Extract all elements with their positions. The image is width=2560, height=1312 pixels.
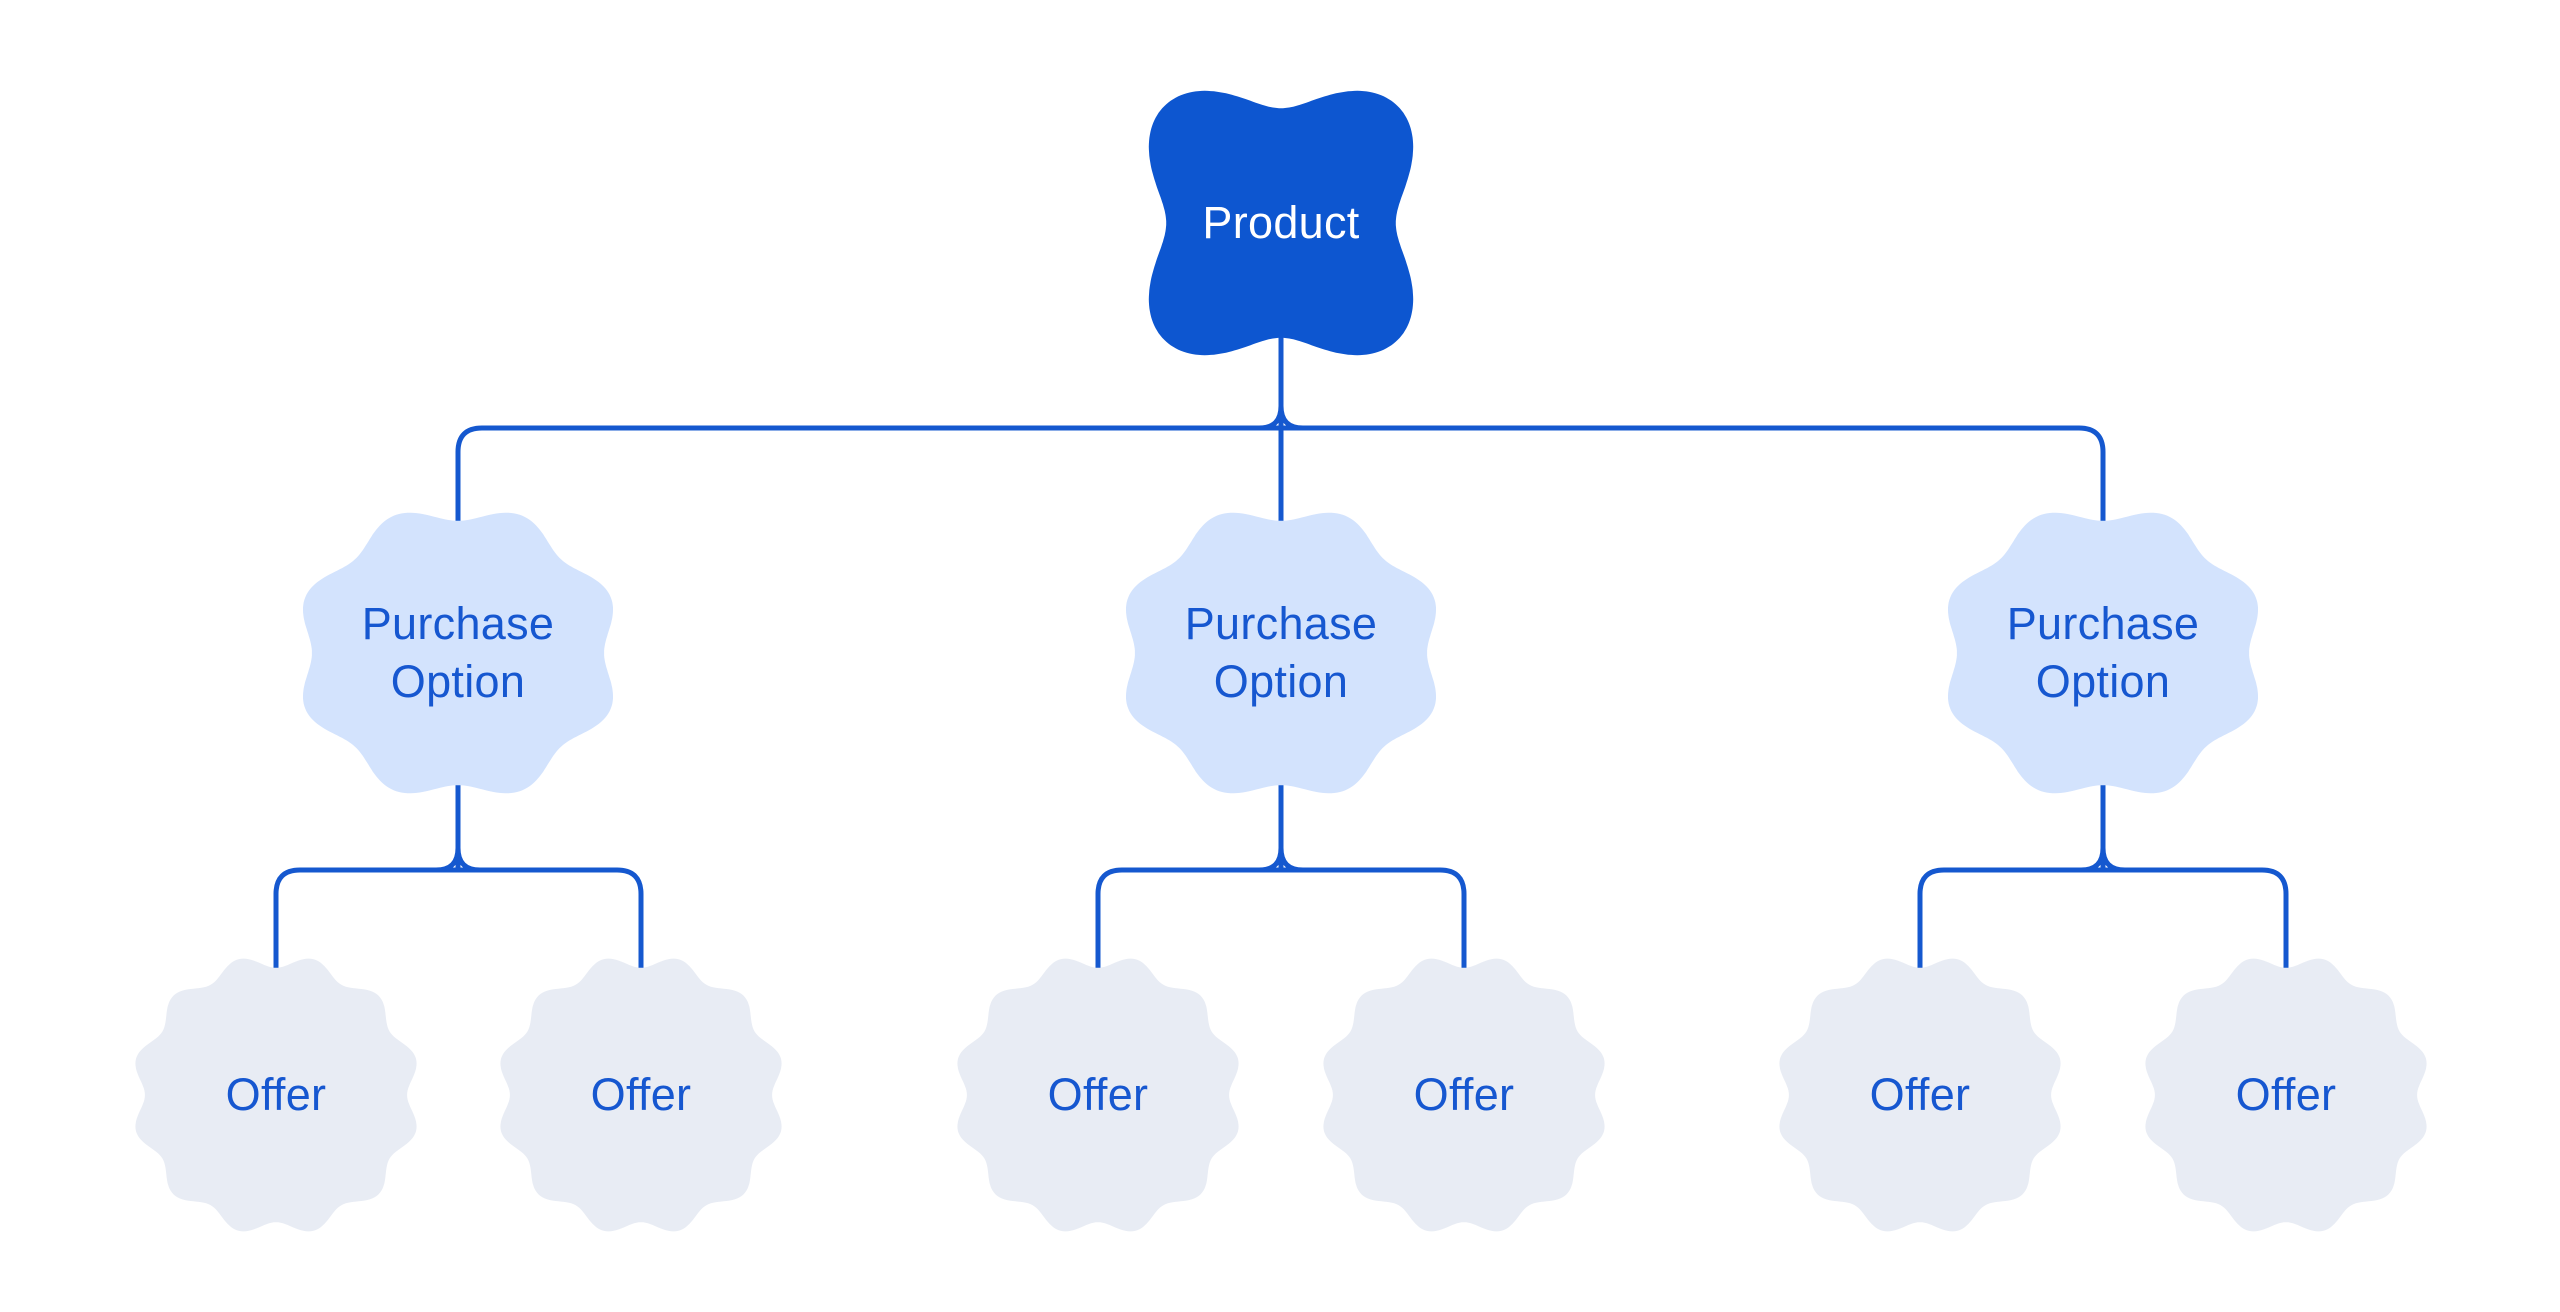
node-label: Offer [225, 1069, 327, 1120]
connector-path [1278, 405, 1304, 431]
connector-path [1278, 847, 1304, 873]
blob-fill [500, 958, 782, 1232]
node-offer-5: Offer [1770, 945, 2070, 1245]
node-product-1: Product [1111, 53, 1451, 393]
node-offer-4: Offer [1314, 945, 1614, 1245]
connector-path [2080, 847, 2106, 873]
connector-path [455, 425, 2106, 538]
offer-blob-shape [500, 958, 782, 1232]
blob-fill [1779, 958, 2061, 1232]
node-offer-2: Offer [491, 945, 791, 1245]
node-label: Offer [1047, 1069, 1149, 1120]
node-label: Offer [1869, 1069, 1971, 1120]
node-label: Purchase Option [361, 598, 555, 707]
connector-path [435, 847, 461, 873]
node-label: Offer [590, 1069, 692, 1120]
node-offer-1: Offer [126, 945, 426, 1245]
blob-fill [1948, 512, 2258, 794]
blob-fill [303, 512, 613, 794]
node-offer-6: Offer [2136, 945, 2436, 1245]
node-purchase-option-1: Purchase Option [288, 483, 628, 823]
connector-path [273, 867, 644, 975]
node-purchase-option-2: Purchase Option [1111, 483, 1451, 823]
offer-blob-shape [135, 958, 417, 1232]
connector-path [1258, 847, 1284, 873]
connector-path [455, 847, 481, 873]
product-blob-shape [1148, 90, 1414, 356]
node-label: Purchase Option [2006, 598, 2200, 707]
connector-path [1258, 405, 1284, 431]
node-label: Product [1202, 197, 1360, 248]
blob-fill [135, 958, 417, 1232]
purchase-blob-shape [1126, 512, 1436, 794]
blob-fill [2145, 958, 2427, 1232]
offer-blob-shape [1779, 958, 2061, 1232]
node-label: Purchase Option [1184, 598, 1378, 707]
offer-blob-shape [957, 958, 1239, 1232]
connector-path [2100, 847, 2126, 873]
node-purchase-option-3: Purchase Option [1933, 483, 2273, 823]
blob-fill [1126, 512, 1436, 794]
offer-blob-shape [1323, 958, 1605, 1232]
blob-fill [1148, 90, 1414, 356]
node-label: Offer [1413, 1069, 1515, 1120]
blob-fill [957, 958, 1239, 1232]
offer-blob-shape [2145, 958, 2427, 1232]
node-offer-3: Offer [948, 945, 1248, 1245]
blob-fill [1323, 958, 1605, 1232]
node-label: Offer [2235, 1069, 2337, 1120]
connector-path [1095, 867, 1467, 975]
purchase-blob-shape [303, 512, 613, 794]
purchase-blob-shape [1948, 512, 2258, 794]
connector-path [1917, 867, 2289, 975]
